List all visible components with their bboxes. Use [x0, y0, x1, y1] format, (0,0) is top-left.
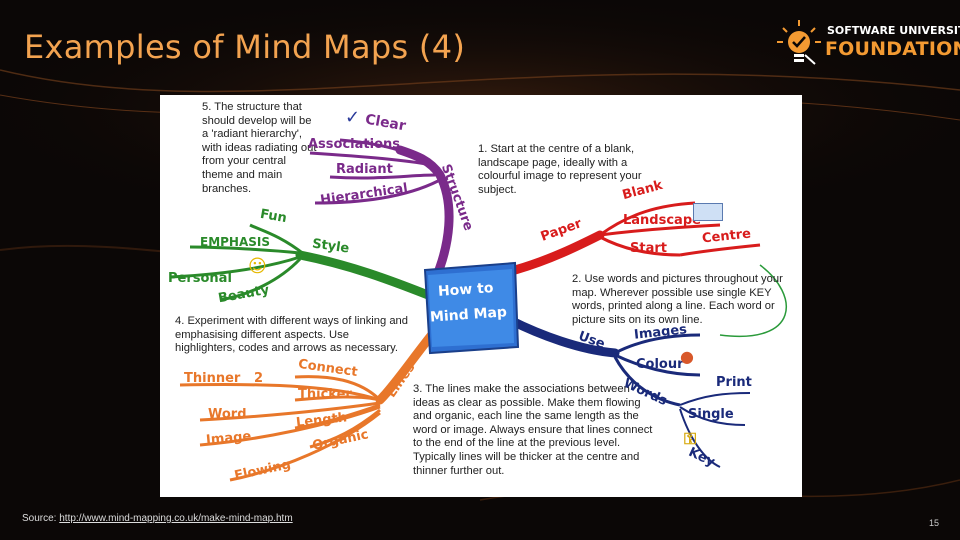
checkmark-icon: ✓ — [345, 107, 361, 128]
note-2: 2. Use words and pictures throughout you… — [572, 273, 783, 326]
note-4: 4. Experiment with different ways of lin… — [175, 315, 408, 355]
source-label: Source: — [22, 513, 60, 524]
lines-2: 2 — [254, 371, 264, 386]
paper-start: Start — [630, 241, 667, 256]
paper-landscape: Landscape — [623, 213, 701, 228]
note-1: 1. Start at the centre of a blank, lands… — [478, 143, 642, 196]
use-single: Single — [688, 407, 734, 422]
logo-line-1: SOFTWARE UNIVERSITY — [827, 24, 960, 37]
logo-line-2: FOUNDATION — [825, 38, 960, 60]
landscape-page-icon — [693, 203, 723, 221]
style-personal: Personal — [168, 271, 232, 286]
lines-word: Word — [208, 407, 247, 422]
software-university-logo: SOFTWARE UNIVERSITY FOUNDATION — [775, 16, 960, 72]
use-colour: Colour — [636, 357, 684, 372]
lightbulb-icon — [777, 20, 821, 65]
mind-map-branches — [169, 138, 787, 482]
lines-thicker: Thicker — [298, 387, 352, 402]
structure-associations: Associations — [308, 137, 400, 152]
source-citation: Source: http://www.mind-mapping.co.uk/ma… — [22, 513, 293, 524]
mind-map-image: 5. The structure that should develop wil… — [160, 95, 802, 497]
note-5: 5. The structure that should develop wil… — [202, 101, 317, 195]
source-link[interactable]: http://www.mind-mapping.co.uk/make-mind-… — [59, 513, 293, 524]
use-print: Print — [716, 375, 752, 390]
page-number: 15 — [929, 518, 940, 528]
slide-title: Examples of Mind Maps (4) — [24, 28, 466, 66]
style-emphasis: EMPHASIS — [200, 235, 271, 249]
palette-icon: ● — [680, 347, 694, 366]
key-icon: ⚿ — [684, 429, 697, 448]
smiley-icon: ☺ — [248, 256, 267, 277]
structure-radiant: Radiant — [336, 162, 393, 177]
note-3: 3. The lines make the associations betwe… — [413, 383, 653, 477]
lines-thinner: Thinner — [184, 371, 241, 386]
